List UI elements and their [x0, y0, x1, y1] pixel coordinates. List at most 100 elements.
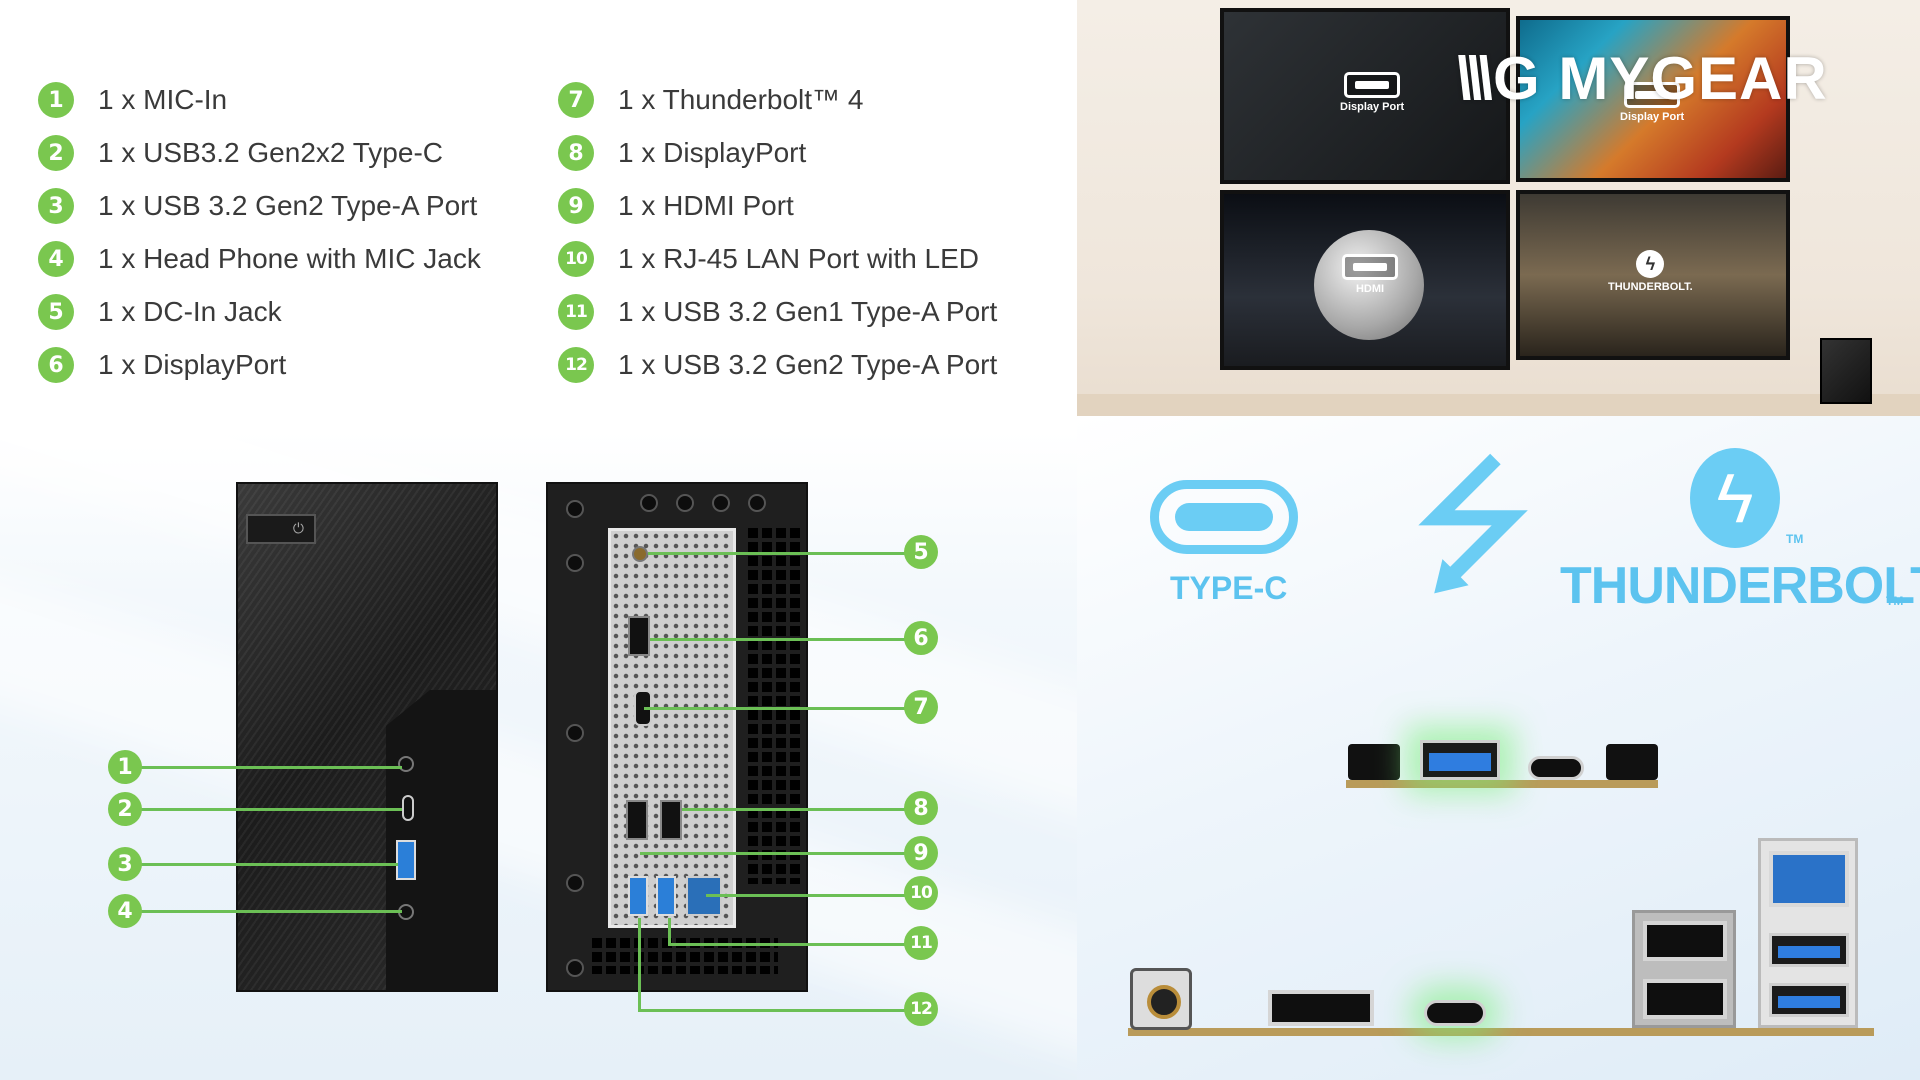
callout-number: 2 [108, 792, 142, 826]
callout-line [648, 552, 910, 555]
spec-item: 9 1 x HDMI Port [558, 186, 794, 226]
callout-line [640, 852, 908, 855]
spec-number: 10 [558, 241, 594, 277]
callout-line [638, 1009, 908, 1012]
callout-number: 6 [904, 621, 938, 655]
callout-line [668, 918, 671, 944]
displayport-port-2 [1643, 921, 1727, 961]
dc-in-jack [1130, 968, 1192, 1030]
callout-line [140, 910, 402, 913]
spec-text: 1 x DisplayPort [618, 137, 807, 168]
pc-front-view: ⏻ [236, 482, 498, 992]
hdmi-port [660, 800, 682, 840]
spec-text: 1 x Thunderbolt™ 4 [618, 84, 864, 115]
callout-number: 5 [904, 535, 938, 569]
spec-text: 1 x HDMI Port [618, 190, 794, 221]
monitor-badge: Display Port [1620, 82, 1684, 123]
spec-text: 1 x DisplayPort [98, 349, 287, 380]
mic-in-port [1348, 744, 1400, 780]
spec-item: 12 1 x USB 3.2 Gen2 Type-A Port [558, 345, 997, 385]
callout-number: 9 [904, 836, 938, 870]
usb-typec-port [402, 795, 414, 821]
spec-text: 1 x MIC-In [98, 84, 228, 115]
spec-item: 10 1 x RJ-45 LAN Port with LED [558, 239, 979, 279]
screw-hole [566, 500, 584, 518]
moon-image [1314, 230, 1424, 340]
screw-hole [676, 494, 694, 512]
spec-item: 1 1 x MIC-In [38, 80, 227, 120]
callout-line [140, 808, 402, 811]
spec-number: 12 [558, 347, 594, 383]
spec-number: 2 [38, 135, 74, 171]
displayport-icon [1344, 72, 1401, 98]
spec-number: 3 [38, 188, 74, 224]
dc-in-jack [632, 546, 648, 562]
spec-text: 1 x USB 3.2 Gen1 Type-A Port [618, 296, 998, 327]
spec-number: 11 [558, 294, 594, 330]
monitor-top-right: Display Port [1516, 16, 1790, 182]
spec-text: 1 x USB3.2 Gen2x2 Type-C [98, 137, 443, 168]
callout-number: 7 [904, 690, 938, 724]
spec-text: 1 x RJ-45 LAN Port with LED [618, 243, 980, 274]
callout-line [140, 863, 398, 866]
screw-hole [566, 724, 584, 742]
callout-number: 1 [108, 750, 142, 784]
callout-number: 11 [904, 926, 938, 960]
spec-item: 7 1 x Thunderbolt™ 4 [558, 80, 863, 120]
monitor-label: THUNDERBOLT. [1608, 281, 1693, 293]
spec-item: 4 1 x Head Phone with MIC Jack [38, 239, 481, 279]
usb-typea-port [396, 840, 416, 880]
spec-item: 5 1 x DC-In Jack [38, 292, 282, 332]
spec-number: 7 [558, 82, 594, 118]
displayport-port [628, 616, 650, 656]
mygear-logo: \\\ G MYGEAR [1455, 44, 1828, 113]
displayport-port [1268, 990, 1374, 1026]
thunderbolt-bolt-icon: ϟ [1690, 448, 1780, 548]
mini-pc-image [1820, 338, 1872, 404]
monitor-bottom-right: ϟ THUNDERBOLT. [1516, 190, 1790, 360]
rear-port-board [1128, 1028, 1874, 1036]
monitor-label: Display Port [1340, 101, 1405, 113]
callout-number: 10 [904, 876, 938, 910]
trademark-mark: TM [1786, 532, 1804, 546]
spec-number: 9 [558, 188, 594, 224]
displayport-icon [1624, 82, 1681, 108]
thunderbolt-label: THUNDERBOLT [1560, 557, 1920, 615]
usb-icon: ⭍ [1410, 441, 1536, 609]
spec-item: 8 1 x DisplayPort [558, 133, 806, 173]
front-port-board [1346, 780, 1658, 788]
thunderbolt-icon: ϟ [1636, 250, 1665, 278]
usb-typea-port [1420, 740, 1500, 780]
screw-hole [566, 874, 584, 892]
callout-number: 3 [108, 847, 142, 881]
spec-item: 3 1 x USB 3.2 Gen2 Type-A Port [38, 186, 477, 226]
monitor-badge: Display Port [1340, 72, 1404, 113]
thunderbolt-port [1424, 1000, 1486, 1026]
screw-hole [566, 554, 584, 572]
spec-number: 6 [38, 347, 74, 383]
io-shield [608, 528, 736, 928]
logo-slashes: \\\ [1455, 45, 1493, 112]
callout-line [668, 943, 908, 946]
callout-number: 4 [108, 894, 142, 928]
callout-line [644, 707, 908, 710]
usb-typec-port [1528, 756, 1584, 780]
spec-number: 5 [38, 294, 74, 330]
power-icon: ⏻ [292, 520, 304, 536]
spec-text: 1 x USB 3.2 Gen2 Type-A Port [618, 349, 998, 380]
usb-gen1-port [656, 876, 676, 916]
spec-text: 1 x Head Phone with MIC Jack [98, 243, 481, 274]
spec-text: 1 x USB 3.2 Gen2 Type-A Port [98, 190, 478, 221]
callout-line [638, 918, 641, 1010]
monitor-label: Display Port [1620, 111, 1685, 123]
spec-item: 2 1 x USB3.2 Gen2x2 Type-C [38, 133, 443, 173]
displayport-port-2 [626, 800, 648, 840]
vent-grille-bottom [588, 934, 778, 974]
callout-line [682, 808, 908, 811]
callout-number: 12 [904, 992, 938, 1026]
trademark-mark: TM [1886, 594, 1904, 608]
typec-label: TYPE-C [1170, 570, 1288, 606]
monitor-label: HDMI [1355, 283, 1385, 295]
spec-item: 6 1 x DisplayPort [38, 345, 286, 385]
lan-usb-stack [1758, 838, 1858, 1028]
